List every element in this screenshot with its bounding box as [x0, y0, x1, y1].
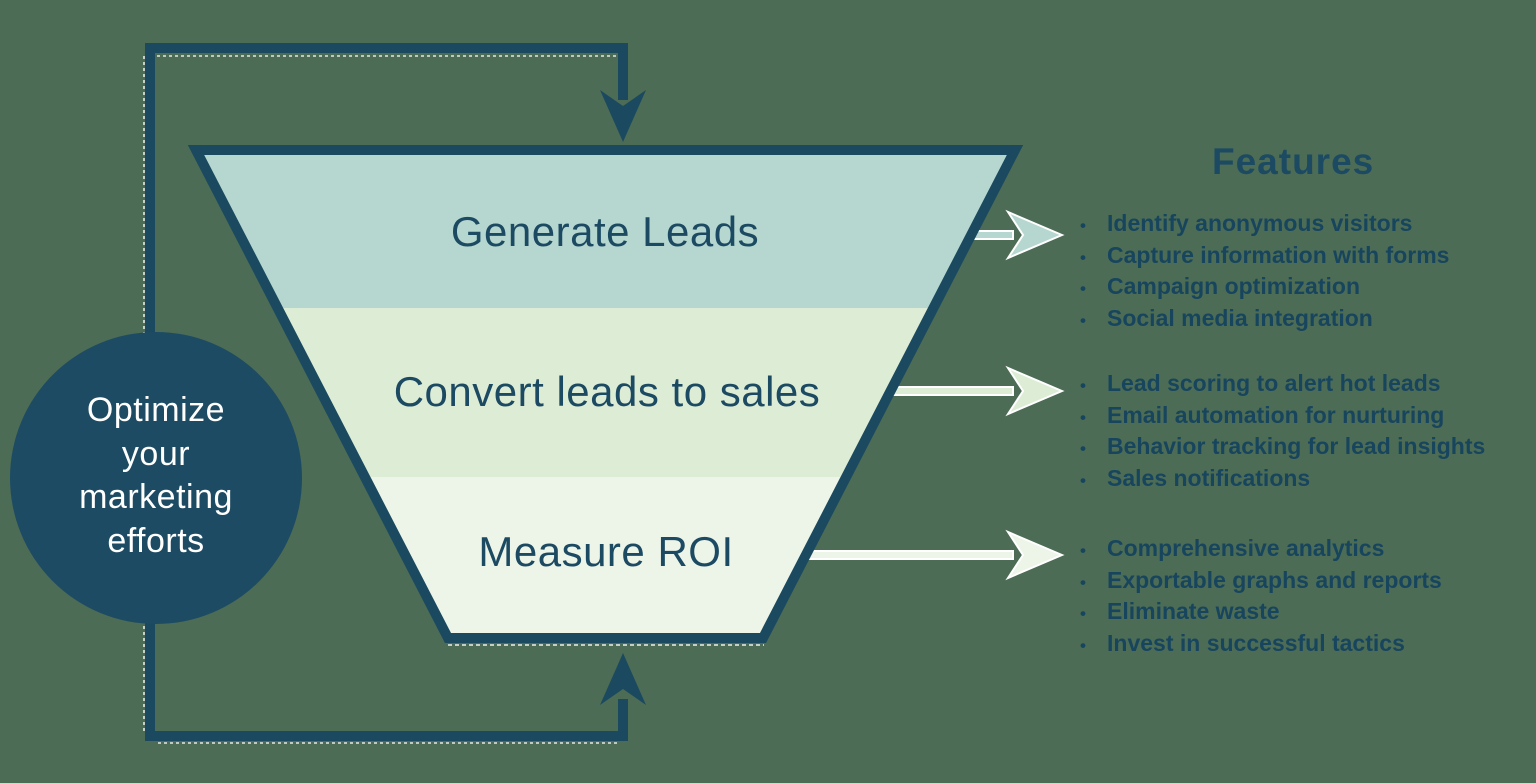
- circle-line-4: efforts: [107, 521, 205, 560]
- bullet-icon: •: [1080, 541, 1086, 560]
- bullet-icon: •: [1080, 279, 1086, 299]
- list-item: • Capture information with forms: [1080, 241, 1536, 273]
- circle-line-2: your: [121, 434, 191, 473]
- feature-text: Email automation for nurturing: [1107, 401, 1445, 428]
- list-item: • Lead scoring to alert hot leads: [1080, 369, 1536, 401]
- feature-arrow-1: [957, 209, 1065, 261]
- feature-group-measure-roi: • Comprehensive analytics • Exportable g…: [1080, 534, 1536, 660]
- feature-text: Exportable graphs and reports: [1107, 566, 1442, 593]
- list-item: • Identify anonymous visitors: [1080, 209, 1536, 241]
- feature-group-generate-leads: • Identify anonymous visitors • Capture …: [1080, 209, 1536, 335]
- feature-group-convert-leads: • Lead scoring to alert hot leads • Emai…: [1080, 369, 1536, 495]
- feature-text: Behavior tracking for lead insights: [1107, 433, 1486, 460]
- list-item: • Social media integration: [1080, 304, 1536, 336]
- feature-text: Sales notifications: [1107, 464, 1311, 491]
- feature-arrow-3-shaft: [804, 550, 1014, 560]
- feature-arrow-1-head-icon: [1005, 209, 1065, 261]
- feature-text: Capture information with forms: [1107, 241, 1450, 268]
- bullet-icon: •: [1080, 247, 1086, 267]
- list-item: • Campaign optimization: [1080, 272, 1536, 304]
- features-title: Features: [1212, 141, 1375, 182]
- optimize-circle-label: Optimize your marketing efforts: [26, 389, 286, 563]
- list-item: • Invest in successful tactics: [1080, 629, 1536, 661]
- feature-text: Comprehensive analytics: [1107, 535, 1385, 561]
- feature-text: Social media integration: [1107, 304, 1373, 331]
- circle-line-3: marketing: [79, 478, 233, 516]
- feature-arrow-2-head-icon: [1005, 365, 1065, 417]
- funnel-outline: [187, 145, 1024, 643]
- list-item: • Comprehensive analytics: [1080, 534, 1536, 566]
- loop-arrowhead-down-icon: [600, 90, 646, 142]
- bullet-icon: •: [1080, 604, 1086, 624]
- list-item: • Exportable graphs and reports: [1080, 566, 1536, 598]
- bullet-icon: •: [1080, 635, 1086, 655]
- bullet-icon: •: [1080, 310, 1086, 330]
- feature-arrow-2-shaft: [883, 386, 1014, 396]
- list-item: • Sales notifications: [1080, 464, 1536, 496]
- bullet-icon: •: [1080, 470, 1086, 490]
- feature-text: Identify anonymous visitors: [1107, 210, 1413, 236]
- bullet-icon: •: [1080, 439, 1086, 459]
- bullet-icon: •: [1080, 376, 1086, 395]
- feature-text: Invest in successful tactics: [1107, 629, 1405, 656]
- optimize-circle: [10, 332, 302, 624]
- feature-arrow-3-head-icon: [1005, 529, 1065, 581]
- bullet-icon: •: [1080, 216, 1086, 235]
- funnel-stage1-band: [196, 150, 1015, 308]
- list-item: • Eliminate waste: [1080, 597, 1536, 629]
- funnel-stage1-label: Generate Leads: [450, 208, 760, 255]
- loop-arrowhead-up-icon: [600, 653, 646, 705]
- circle-line-1: Optimize: [86, 391, 226, 429]
- feature-text: Campaign optimization: [1107, 273, 1360, 300]
- funnel-stage2-label: Convert leads to sales: [393, 368, 821, 415]
- feature-text: Eliminate waste: [1107, 598, 1280, 625]
- bullet-icon: •: [1080, 572, 1086, 592]
- list-item: • Email automation for nurturing: [1080, 401, 1536, 433]
- funnel-stage3-label: Measure ROI: [478, 528, 734, 575]
- bullet-icon: •: [1080, 407, 1086, 427]
- feature-text: Lead scoring to alert hot leads: [1107, 370, 1441, 396]
- list-item: • Behavior tracking for lead insights: [1080, 432, 1536, 464]
